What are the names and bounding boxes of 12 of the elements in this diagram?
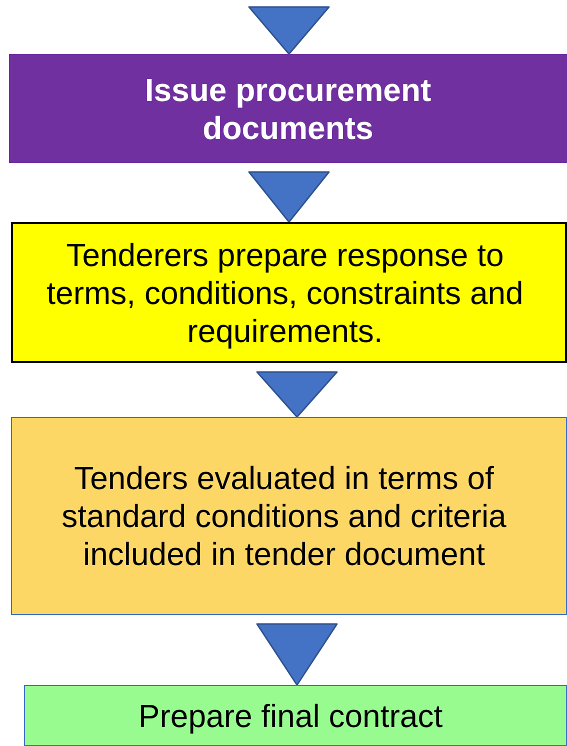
process-box [11,222,567,363]
down-arrow [248,6,330,55]
down-arrow [248,171,330,223]
step-text: Tenderers prepare response to terms, conditions, constraints and requirements. [46,236,524,350]
process-box [11,417,567,615]
step-text: Issue procurement documents [144,70,432,146]
process-box [9,54,567,163]
step-text: Prepare final contract [138,696,443,734]
down-arrow [256,623,338,686]
process-box [24,685,567,746]
step-text: Tenders evaluated in terms of standard conditions and criteria included in tender document [60,459,508,573]
down-arrow [256,371,338,418]
